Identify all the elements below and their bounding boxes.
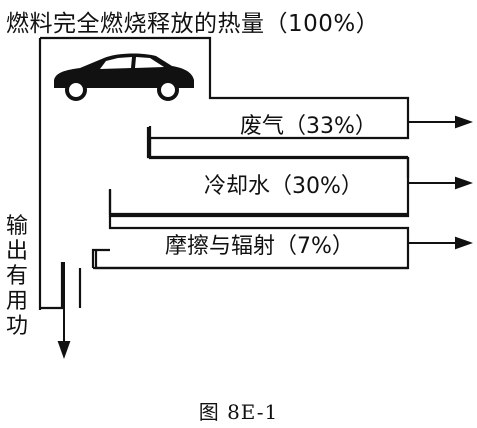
friction-arrowhead (455, 236, 473, 250)
friction-inner-edge (94, 250, 408, 270)
exhaust-label: 废气（33%） (240, 114, 377, 139)
useful-work-label: 输出有用功 (5, 214, 28, 339)
cooling-inner-edge (108, 189, 408, 216)
exhaust-arrowhead (455, 115, 473, 129)
useful-work-arrowhead (57, 341, 71, 359)
diagram-title: 燃料完全燃烧释放的热量（100%） (6, 11, 380, 37)
cooling-arrowhead (455, 176, 473, 190)
friction-radiation-label: 摩擦与辐射（7%） (165, 234, 354, 259)
exhaust-inner-edge (146, 127, 408, 159)
cooling-water-label: 冷却水（30%） (204, 174, 363, 199)
useful-work-band (38, 262, 82, 310)
figure-caption: 图 8E-1 (198, 400, 279, 424)
car-icon (54, 53, 194, 101)
